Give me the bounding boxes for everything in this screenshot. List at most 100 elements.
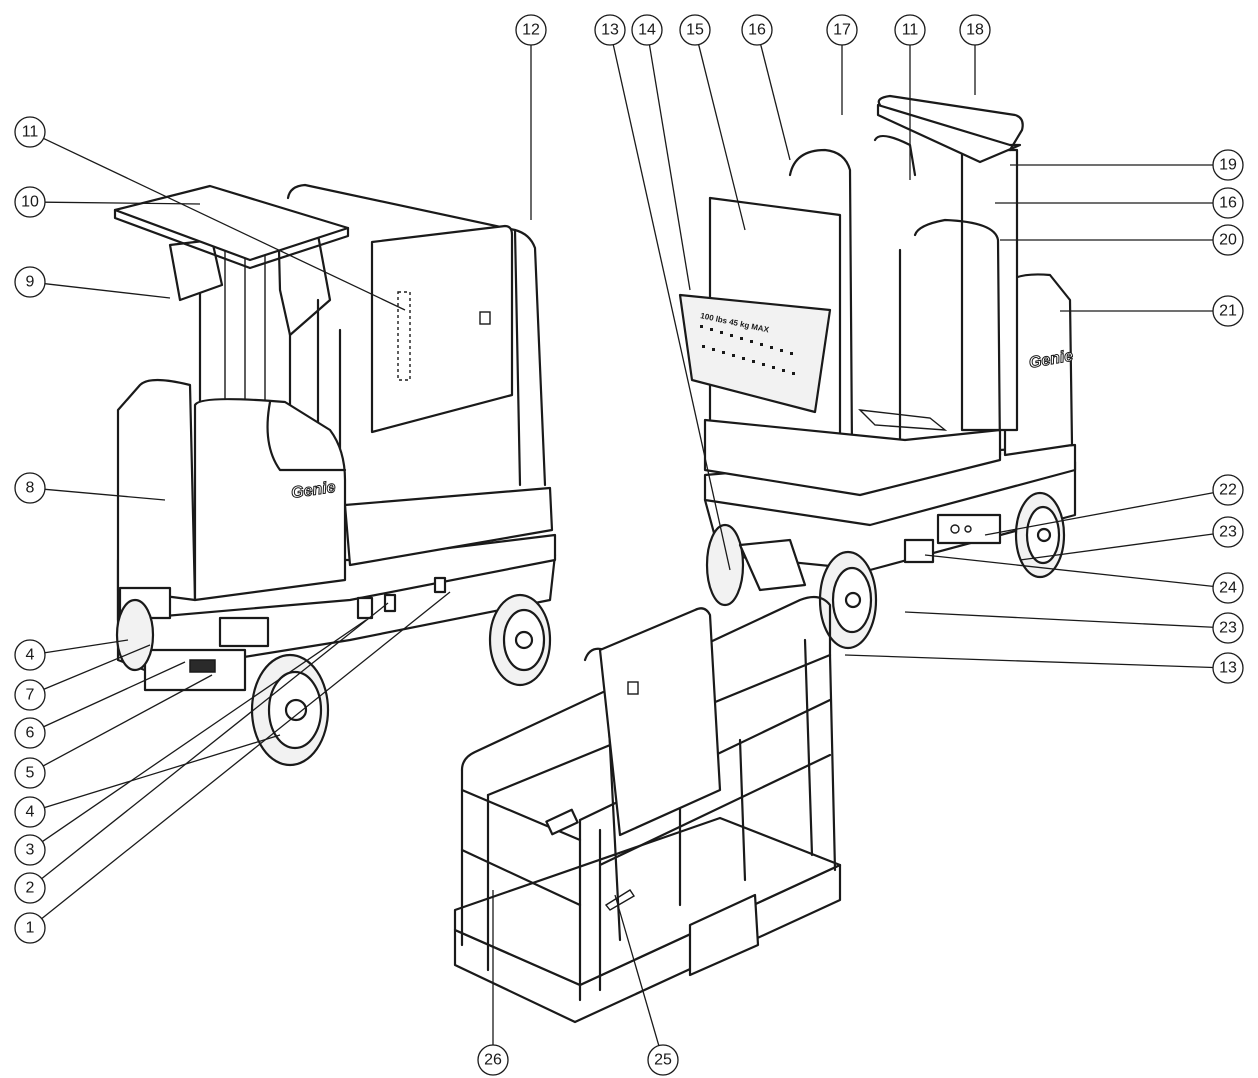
callout-c21: 21 [1060,295,1244,327]
callout-label-c13a: 13 [601,22,619,39]
callout-circle-c14 [631,14,663,46]
callout-circle-c19 [1212,149,1244,181]
right-lift-machine: Genie 100 lbs 45 kg MAX [678,94,1077,650]
callout-label-c26: 26 [484,1052,502,1069]
callout-label-c4a: 4 [26,647,35,664]
callout-label-c7: 7 [26,687,35,704]
callout-circle-c6 [14,717,46,749]
callout-circle-c5 [14,757,46,789]
callout-c20: 20 [1000,224,1244,256]
callout-label-c21: 21 [1219,303,1237,320]
callout-label-c11a: 11 [22,124,39,141]
callout-c13b: 13 [844,652,1244,684]
callout-c24: 24 [924,554,1244,604]
callout-circle-c11a [14,116,46,148]
callout-c8: 8 [14,472,166,504]
callout-leader-c1 [41,591,451,920]
callout-label-c17: 17 [833,22,851,39]
callout-c5: 5 [14,674,213,789]
callout-circle-c11b [894,14,926,46]
callout-leader-c5 [42,674,213,767]
callout-label-c9: 9 [26,274,35,291]
callout-circle-c22 [1212,474,1244,506]
callout-circle-c4b [14,796,46,828]
callout-circle-c4a [14,639,46,671]
callout-label-c23b: 23 [1219,620,1237,637]
callout-circle-c16b [1212,187,1244,219]
callout-c9: 9 [14,266,171,299]
callout-leader-c2 [41,602,389,880]
callout-circle-c1 [14,912,46,944]
callout-c7: 7 [14,644,151,711]
callout-label-c22: 22 [1219,482,1237,499]
callout-circle-c23b [1212,612,1244,644]
callout-c3: 3 [14,619,367,866]
callout-circle-c15 [679,14,711,46]
callout-label-c10: 10 [21,194,39,211]
callout-c18: 18 [959,14,991,95]
callout-leader-c7 [43,644,151,690]
callout-label-c15: 15 [686,22,704,39]
callout-circle-c13b [1212,652,1244,684]
callout-label-c5: 5 [26,765,35,782]
callout-label-c14: 14 [638,22,656,39]
callout-label-c25: 25 [654,1052,672,1069]
callout-label-c16b: 16 [1219,195,1237,212]
callout-circle-c25 [647,1044,679,1076]
callout-c14: 14 [631,14,691,291]
callout-c26: 26 [477,890,509,1076]
callout-leader-c4b [44,734,281,809]
callout-label-c6: 6 [26,725,35,742]
right-back-wheel [705,523,745,607]
callout-circle-c10 [14,186,46,218]
callout-c6: 6 [14,661,186,749]
callout-c19: 19 [1010,149,1244,181]
callout-c1: 1 [14,591,451,944]
callout-leader-c13b [844,654,1214,669]
callout-label-c18: 18 [966,22,984,39]
callout-leader-c9 [44,283,171,299]
callout-leader-c6 [43,661,186,728]
left-back-wheel [115,598,155,672]
callout-c11b: 11 [894,14,926,180]
callout-c16b: 16 [995,187,1244,219]
callout-leader-c10 [44,201,201,205]
callout-label-c11b: 11 [902,22,919,39]
callout-c11a: 11 [14,116,406,311]
callout-circle-c9 [14,266,46,298]
callout-label-c16a: 16 [748,22,766,39]
callout-c25: 25 [614,894,679,1076]
callout-c22: 22 [984,474,1244,536]
callout-leader-c24 [924,554,1214,588]
callout-label-c3: 3 [26,842,35,859]
callout-label-c4b: 4 [26,804,35,821]
callout-circle-c2 [14,872,46,904]
callout-label-c1: 1 [26,920,35,937]
genie-logo-left: Genie [290,479,336,502]
bottom-platform-cage [453,595,842,1024]
callout-circle-c13a [594,14,626,46]
callout-leader-c4a [44,639,129,654]
callout-leader-c15 [698,44,746,231]
callout-label-c8: 8 [26,480,35,497]
callout-circle-c16a [741,14,773,46]
callout-circle-c12 [515,14,547,46]
callout-label-c23a: 23 [1219,524,1237,541]
callout-circle-c21 [1212,295,1244,327]
callout-circle-c26 [477,1044,509,1076]
callout-c15: 15 [679,14,746,231]
gate-perforations [700,325,795,375]
callout-circle-c3 [14,834,46,866]
callout-leader-c23b [904,611,1214,628]
callout-leader-c25 [614,894,660,1046]
right-rear-wheel [1014,491,1066,579]
callout-circle-c7 [14,679,46,711]
callout-c4b: 4 [14,734,281,828]
callout-leader-c13a [612,44,731,571]
callout-c12: 12 [515,14,547,220]
callout-leader-c23a [1019,533,1214,561]
callout-leader-c16a [760,44,791,161]
callout-circle-c17 [826,14,858,46]
